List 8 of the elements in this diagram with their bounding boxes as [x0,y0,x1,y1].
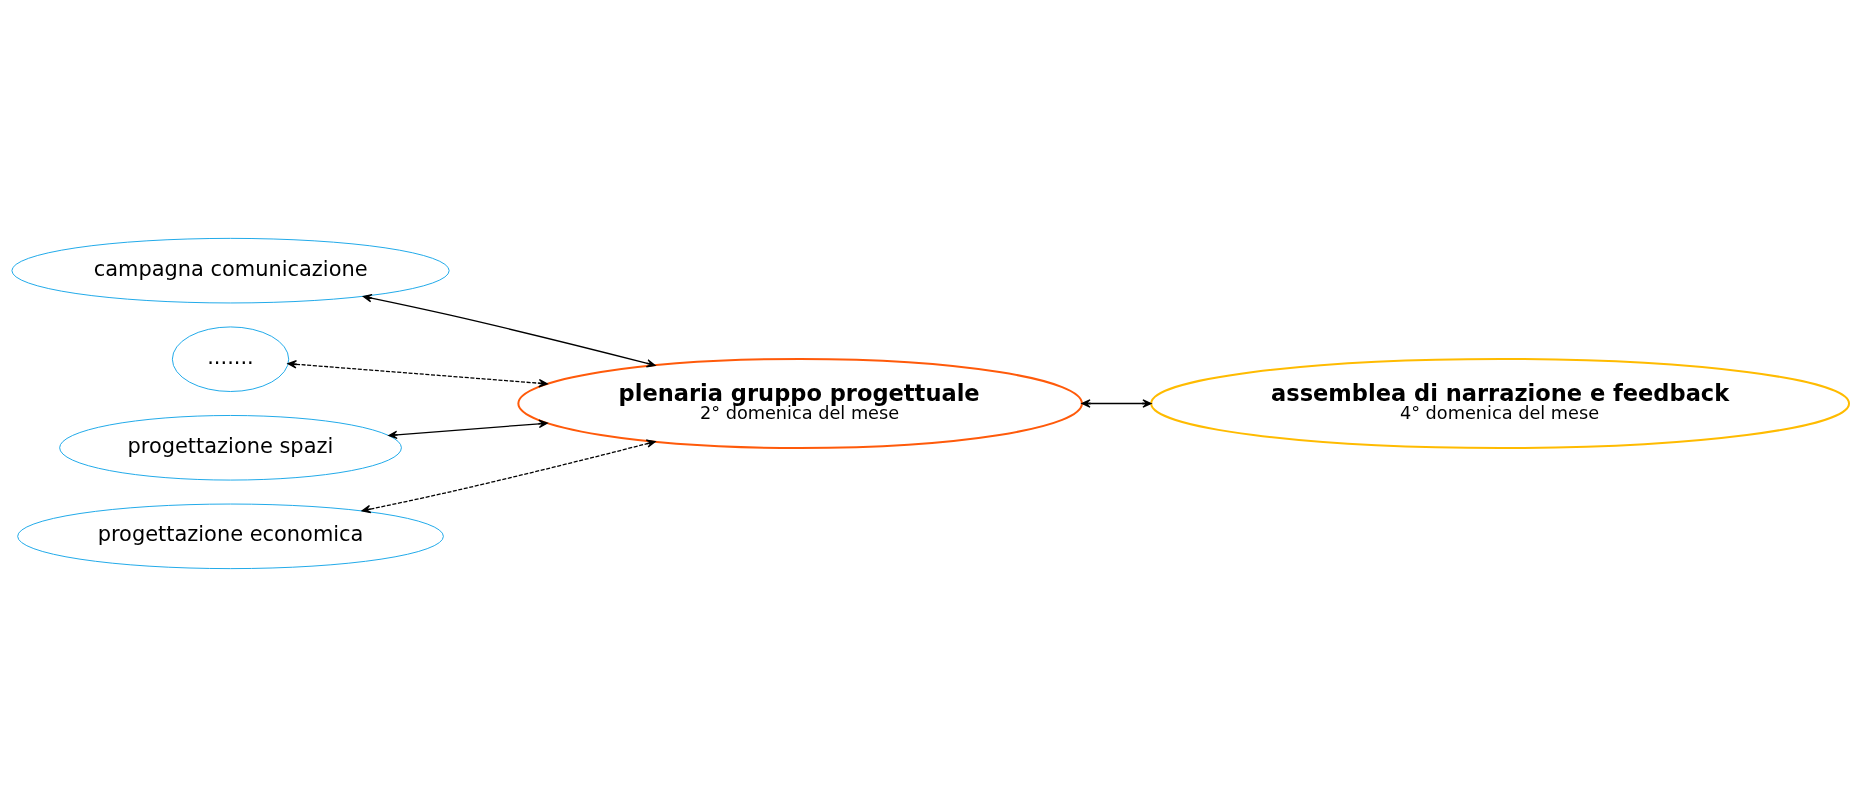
arrow [388,419,548,440]
arrow [287,360,548,388]
arrow [362,293,656,368]
arrow [1081,399,1152,408]
node-ellipse: progettazione spazi [59,415,402,481]
arrow [361,439,656,514]
node-ellipse: assemblea di narrazione e feedback 4° domenica del mese [1150,357,1851,450]
node-ellipse: ....... [171,326,290,392]
